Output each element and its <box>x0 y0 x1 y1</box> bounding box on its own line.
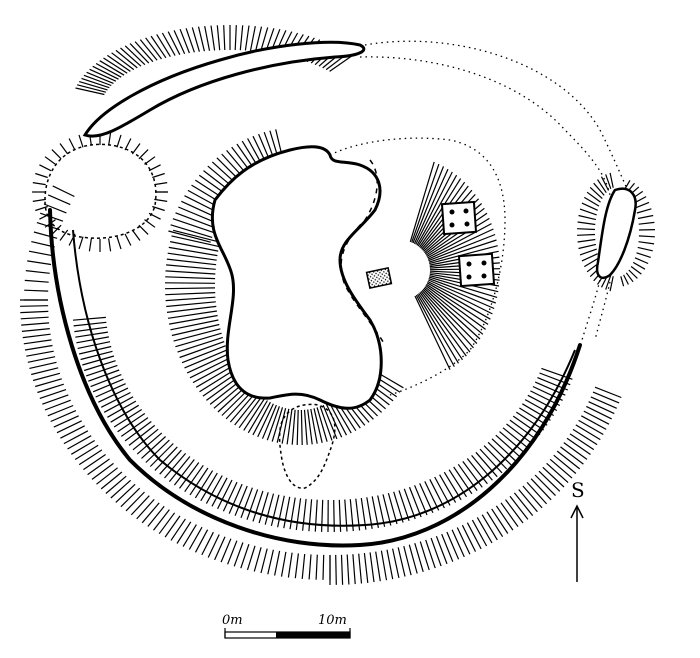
upper-plateau-dashed <box>329 137 506 396</box>
hachure-plateau <box>164 229 404 446</box>
scale-end-label: 10m <box>318 613 347 628</box>
central-plateau <box>210 145 383 410</box>
hachure-east-mound-r <box>620 179 656 287</box>
rect-feature-stippled <box>365 266 393 290</box>
hachure-west-mound <box>32 132 168 252</box>
hachure-outer-nw <box>24 185 75 301</box>
hachure-outer-west <box>20 299 331 580</box>
north-bank <box>82 40 366 138</box>
scale-start-label: 0m <box>222 613 243 628</box>
rect-feature-2 <box>457 252 496 288</box>
east-bank <box>595 187 637 279</box>
path-dotted-mid <box>359 56 611 196</box>
south-hollow <box>278 403 336 489</box>
north-arrow: S <box>570 478 585 582</box>
hachure-outer-south <box>329 386 622 585</box>
outer-rampart-line <box>48 208 582 548</box>
hachure-rampart <box>72 316 573 533</box>
rect-feature-1 <box>440 200 478 236</box>
inner-dashed-arc <box>340 159 386 346</box>
path-dotted-north <box>364 40 631 196</box>
scale-bar: 0m 10m <box>222 613 351 639</box>
north-arrow-label: S <box>571 478 585 502</box>
inner-ditch-line <box>72 229 576 527</box>
west-mound <box>44 143 157 239</box>
